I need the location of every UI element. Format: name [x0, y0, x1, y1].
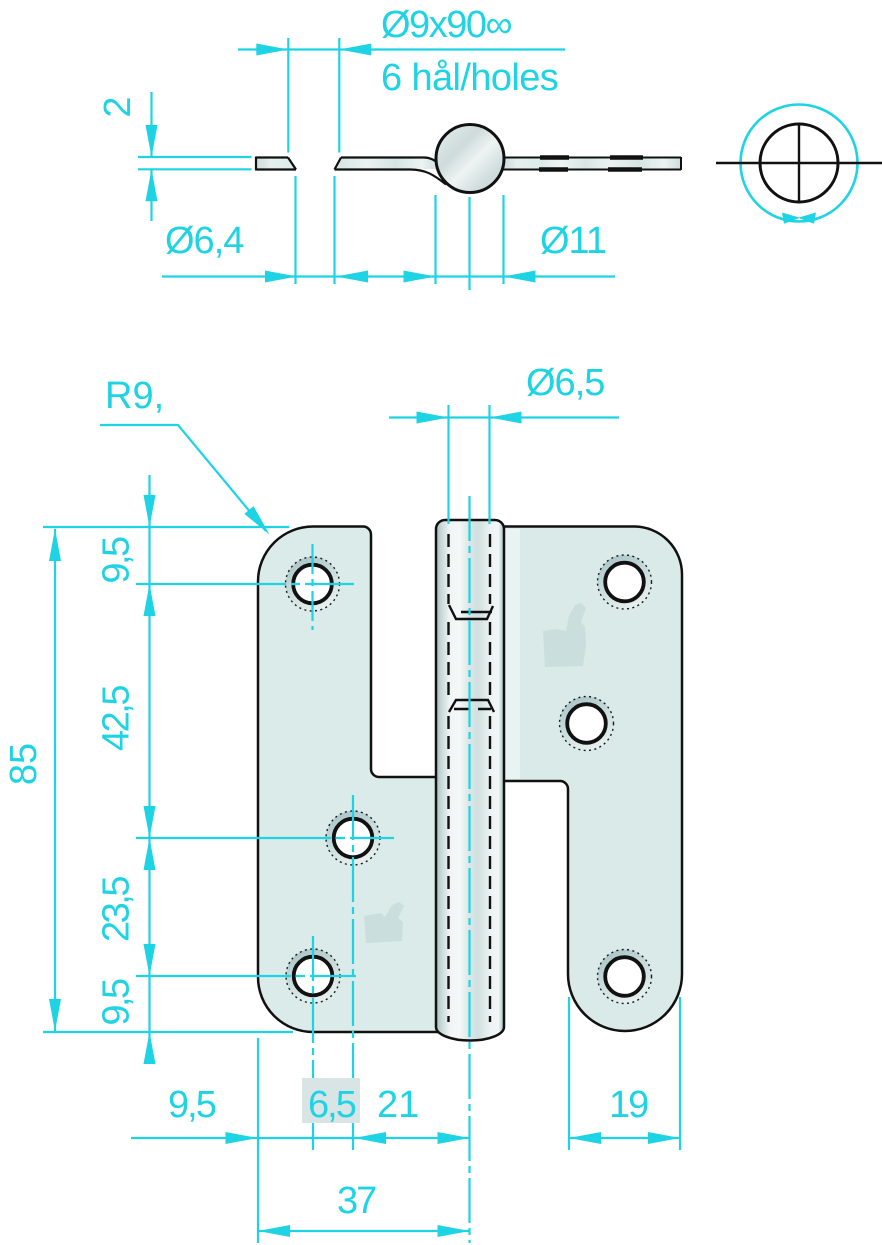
svg-text:9,5: 9,5	[96, 537, 138, 584]
svg-text:2: 2	[97, 96, 139, 117]
svg-text:6,5: 6,5	[308, 1084, 356, 1126]
svg-text:23,5: 23,5	[96, 877, 138, 942]
svg-text:9,5: 9,5	[96, 979, 138, 1026]
svg-text:Ø9x90∞: Ø9x90∞	[381, 4, 511, 46]
svg-text:R9,: R9,	[105, 375, 164, 417]
svg-text:19: 19	[609, 1084, 648, 1126]
svg-text:85: 85	[3, 743, 45, 785]
svg-text:Ø11: Ø11	[540, 220, 606, 262]
svg-text:21: 21	[377, 1084, 419, 1126]
svg-text:Ø6,4: Ø6,4	[165, 220, 244, 262]
svg-text:9,5: 9,5	[168, 1084, 216, 1126]
svg-text:37: 37	[337, 1180, 376, 1222]
svg-text:Ø6,5: Ø6,5	[526, 362, 604, 404]
svg-text:6 hål/holes: 6 hål/holes	[381, 57, 558, 99]
svg-text:42,5: 42,5	[96, 686, 138, 751]
